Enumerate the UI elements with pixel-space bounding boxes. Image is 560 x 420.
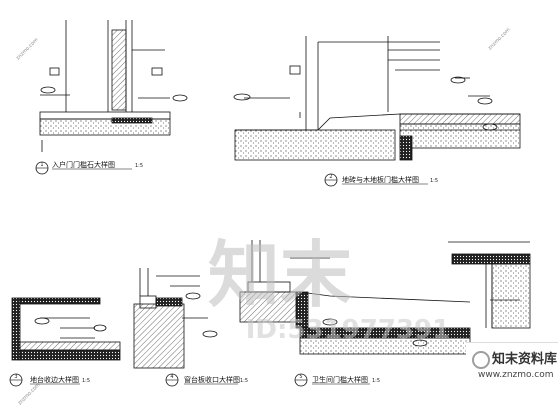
watermark-diag-2: znzmo.com [487, 27, 512, 52]
detail-1-tag: 1 入户门门槛石大样图 1:5 [35, 160, 143, 175]
detail-6-drawing [448, 241, 531, 329]
watermark-big: 知末 [208, 233, 352, 317]
logo-mark-icon [472, 351, 490, 369]
detail-3-tag: 3 地台收边大样图 1:5 [9, 373, 90, 387]
detail-5-number: 5 [299, 374, 302, 380]
detail-4-number: 4 [170, 374, 173, 380]
detail-1-title: 入户门门槛石大样图 [52, 160, 115, 169]
detail-2-number: 2 [329, 174, 332, 180]
detail-5-tag: 5 卫生间门槛大样图 1:5 [294, 373, 380, 387]
watermark-diag-3: znzmo.com [17, 382, 42, 407]
logo-name: 知末资料库 [492, 352, 558, 367]
watermark-diag-1: znzmo.com [15, 37, 40, 62]
logo-url: www.znzmo.com [478, 370, 554, 380]
detail-3-title: 地台收边大样图 [30, 375, 79, 384]
detail-5-scale: 1:5 [372, 378, 380, 384]
detail-2-tag: 2 地砖与木地板门槛大样图 1:5 [324, 173, 438, 187]
detail-2-title: 地砖与木地板门槛大样图 [342, 175, 419, 184]
detail-3-drawing [11, 297, 121, 361]
detail-4-title: 窗台板收口大样图 [184, 375, 240, 384]
detail-1-number: 1 [40, 162, 43, 168]
detail-2-scale: 1:5 [430, 178, 438, 184]
detail-4-drawing [133, 268, 218, 369]
detail-3-number: 3 [14, 374, 17, 380]
detail-2-drawing [233, 36, 521, 161]
logo-badge: 知末资料库 www.znzmo.com [466, 342, 558, 389]
detail-5-drawing [239, 240, 471, 355]
detail-1-drawing [39, 20, 188, 152]
detail-5-title: 卫生间门槛大样图 [312, 375, 368, 384]
detail-4-scale: 1:5 [240, 378, 248, 384]
watermark-id: ID:531977391 [246, 315, 450, 345]
detail-1-scale: 1:5 [135, 163, 143, 169]
detail-3-scale: 1:5 [82, 378, 90, 384]
detail-4-tag: 4 窗台板收口大样图 1:5 [165, 373, 248, 387]
